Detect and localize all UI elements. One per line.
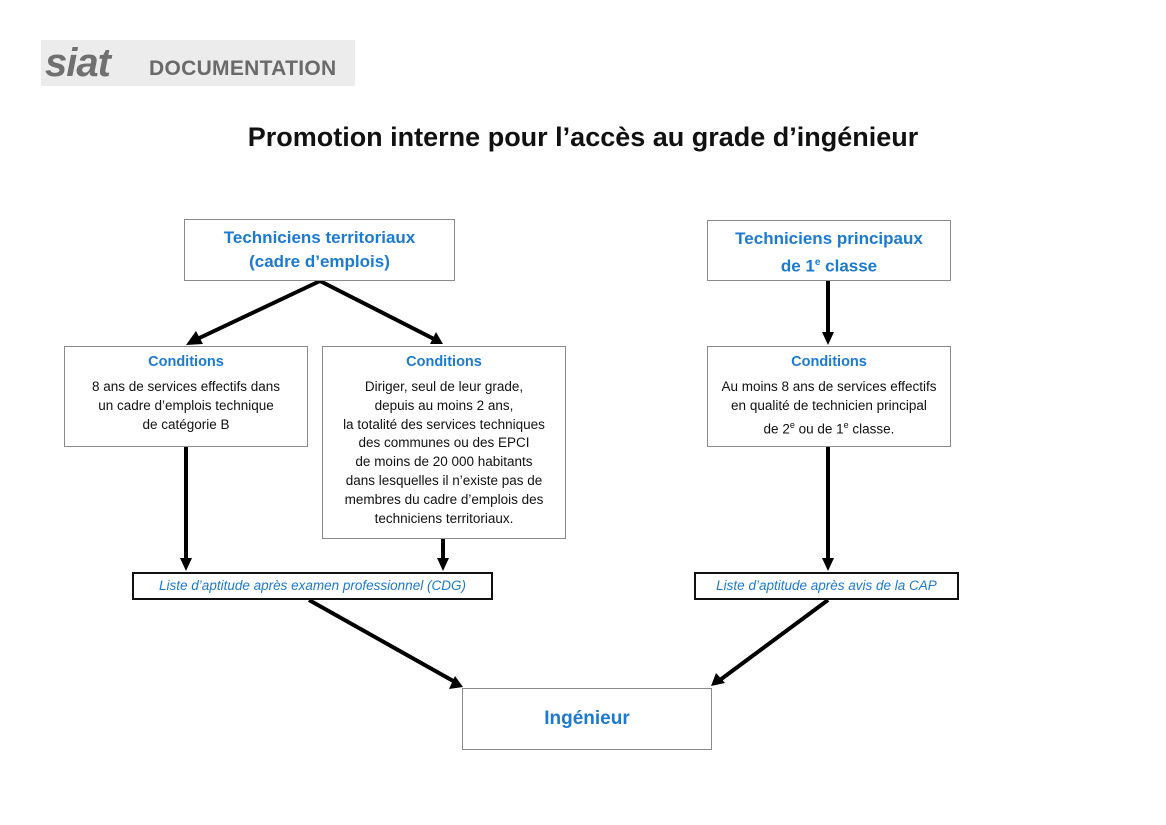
arrow-tt-to-cond2 (319, 279, 435, 341)
box-conditions-3: Conditions Au moins 8 ans de services ef… (707, 346, 951, 447)
arrowhead-list2 (437, 558, 449, 571)
arrowhead-ing-right (711, 673, 725, 686)
arrowhead-ing-left (449, 676, 463, 689)
arrow-list-left-to-ing (308, 598, 456, 684)
box-conditions-2: Conditions Diriger, seul de leur grade, … (322, 346, 566, 539)
arrow-list-right-to-ing (718, 598, 830, 682)
list-examen-professionnel: Liste d’aptitude après examen profession… (132, 572, 493, 600)
list-avis-cap: Liste d’aptitude après avis de la CAP (694, 572, 959, 600)
logo-mark: siat (45, 41, 111, 85)
box-techniciens-territoriaux: Techniciens territoriaux (cadre d’emploi… (184, 219, 455, 281)
tt-line1: Techniciens territoriaux (223, 228, 416, 247)
cond1-title: Conditions (148, 354, 224, 370)
arrowhead-cond1 (186, 331, 203, 345)
logo-text: DOCUMENTATION (149, 57, 337, 80)
cond2-text: Diriger, seul de leur grade, depuis au m… (343, 379, 545, 526)
arrowhead-list1 (180, 558, 192, 571)
page-title: Promotion interne pour l’accès au grade … (247, 122, 919, 152)
cond3-title: Conditions (791, 354, 867, 370)
ingenieur-label: Ingénieur (544, 708, 630, 729)
box-techniciens-principaux: Techniciens principaux de 1e classe (707, 220, 951, 281)
cond1-text: 8 ans de services effectifs dans un cadr… (91, 379, 281, 432)
tp-line2: de 1e classe (780, 256, 878, 276)
arrowhead-cond2 (430, 332, 443, 344)
cond2-title: Conditions (406, 354, 482, 370)
arrowhead-cond3 (822, 332, 834, 345)
box-ingenieur: Ingénieur (462, 688, 712, 750)
tt-line2: (cadre d’emplois) (249, 252, 390, 271)
siat-logo: siat DOCUMENTATION (41, 40, 355, 86)
arrowhead-list3 (822, 558, 834, 571)
tp-line1: Techniciens principaux (735, 229, 923, 248)
arrow-tt-to-cond1 (192, 279, 321, 343)
box-conditions-1: Conditions 8 ans de services effectifs d… (64, 346, 308, 447)
cond3-text: Au moins 8 ans de services effectifs en … (721, 379, 937, 437)
